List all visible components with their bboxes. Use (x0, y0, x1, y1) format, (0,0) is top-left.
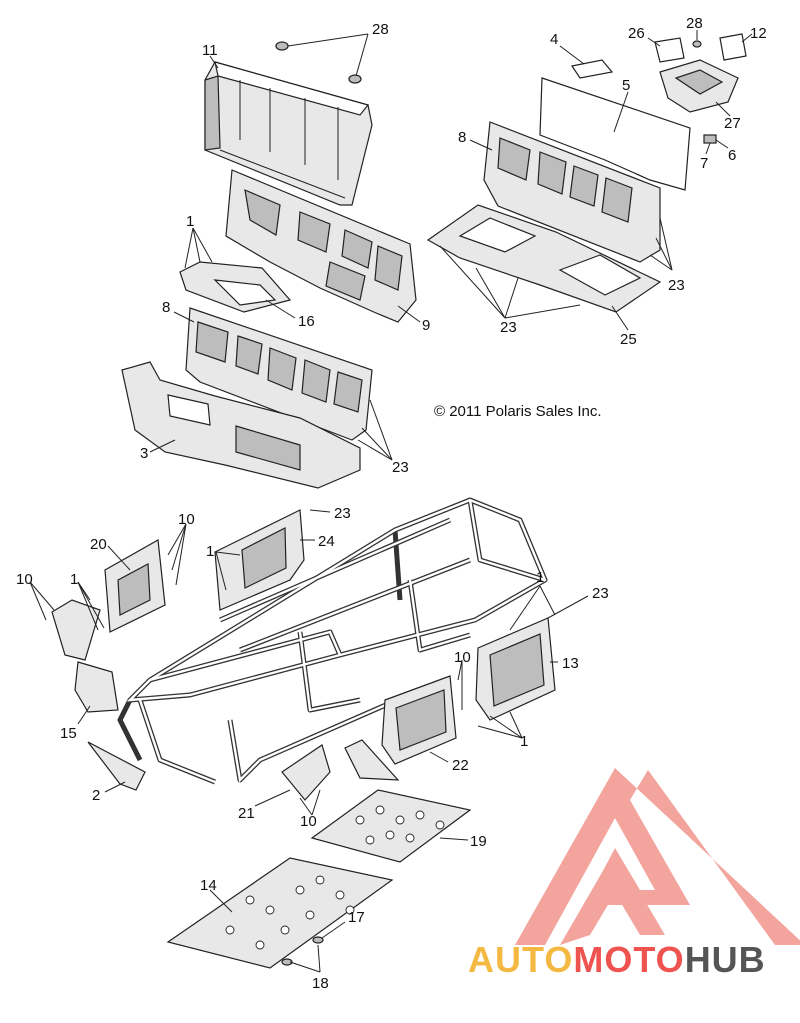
callout-11: 11 (202, 42, 218, 59)
watermark-moto: MOTO (573, 939, 684, 980)
callout-23-left: 23 (392, 459, 409, 476)
part-9-rear-panel[interactable] (225, 169, 417, 323)
callout-13: 13 (562, 655, 579, 672)
part-14-floor-plate[interactable] (166, 857, 394, 969)
callout-8-upper: 8 (458, 129, 466, 146)
callout-2: 2 (92, 787, 100, 804)
svg-text:AUTOMOTOHUB: AUTOMOTOHUB (468, 939, 766, 980)
callout-23-right: 23 (668, 277, 685, 294)
callout-15: 15 (60, 725, 77, 742)
part-2-bracket[interactable] (87, 741, 146, 791)
callout-12: 12 (750, 25, 767, 42)
callout-26: 26 (628, 25, 645, 42)
callout-27: 27 (724, 115, 741, 132)
callout-28-right: 28 (686, 15, 703, 32)
callout-8-lower: 8 (162, 299, 170, 316)
part-26-label[interactable] (654, 37, 685, 63)
part-3-front-tub[interactable] (121, 361, 361, 489)
part-25-rear-floor[interactable] (426, 204, 662, 313)
callout-10-top: 10 (178, 511, 195, 528)
watermark-logo (515, 768, 800, 945)
part-12-label[interactable] (719, 33, 747, 61)
callout-18: 18 (312, 975, 329, 992)
callout-5: 5 (622, 77, 630, 94)
callout-10-bottom: 10 (300, 813, 317, 830)
callout-23-bottom: 23 (500, 319, 517, 336)
callout-23-right-mid: 23 (592, 585, 609, 602)
callout-16: 16 (298, 313, 315, 330)
callout-25: 25 (620, 331, 637, 348)
callout-1-upper: 1 (186, 213, 194, 230)
callout-9: 9 (422, 317, 430, 334)
callout-10-right: 10 (454, 649, 471, 666)
callout-20: 20 (90, 536, 107, 553)
frame-chassis[interactable] (117, 497, 548, 785)
callout-10-left: 10 (16, 571, 33, 588)
callout-7: 7 (700, 155, 708, 172)
watermark-auto: AUTO (468, 939, 573, 980)
watermark-hub: HUB (685, 939, 766, 980)
part-16-floor-mat[interactable] (179, 261, 292, 313)
part-8-seat-base-lower[interactable] (185, 307, 373, 441)
part-21-bracket[interactable] (281, 739, 400, 801)
copyright-text: © 2011 Polaris Sales Inc. (434, 403, 602, 420)
part-20-side-panel[interactable] (104, 539, 166, 633)
callout-14: 14 (200, 877, 217, 894)
part-7-bolt[interactable] (703, 134, 717, 144)
callout-19: 19 (470, 833, 487, 850)
callout-1-mid: 1 (206, 543, 214, 560)
part-8-seat-base-upper[interactable] (483, 121, 661, 263)
part-10-left-bracket[interactable] (51, 599, 101, 661)
callout-21: 21 (238, 805, 255, 822)
callout-1-left: 1 (70, 571, 78, 588)
callout-1-right-bottom: 1 (520, 733, 528, 750)
part-15-bracket[interactable] (74, 661, 119, 713)
watermark-text: AUTOMOTOHUB (468, 939, 766, 980)
callout-4: 4 (550, 31, 558, 48)
part-19-floor-plate[interactable] (310, 789, 472, 863)
part-28-plugs[interactable] (275, 41, 362, 84)
callout-24: 24 (318, 533, 335, 550)
callout-17: 17 (348, 909, 365, 926)
part-22-side-panel[interactable] (381, 675, 457, 765)
callout-1-right-top: 1 (536, 569, 544, 586)
callout-23-frame: 23 (334, 505, 351, 522)
part-13-rear-side-panel[interactable] (475, 617, 556, 721)
part-4-label[interactable] (571, 59, 614, 79)
leader-lines (29, 30, 753, 973)
part-27-cup-tray[interactable] (659, 59, 739, 113)
callout-22: 22 (452, 757, 469, 774)
callout-labels: 28 11 1 16 9 8 3 23 4 5 26 28 12 27 7 6 … (16, 15, 767, 992)
part-5-rear-sheet[interactable] (539, 77, 691, 191)
part-28-plug-right[interactable] (692, 40, 702, 48)
part-17-18-fasteners[interactable] (281, 936, 324, 966)
part-11-storage-box[interactable] (204, 61, 373, 206)
callout-3: 3 (140, 445, 148, 462)
callout-6: 6 (728, 147, 736, 164)
part-24-panel[interactable] (214, 509, 305, 611)
callout-28-top: 28 (372, 21, 389, 38)
